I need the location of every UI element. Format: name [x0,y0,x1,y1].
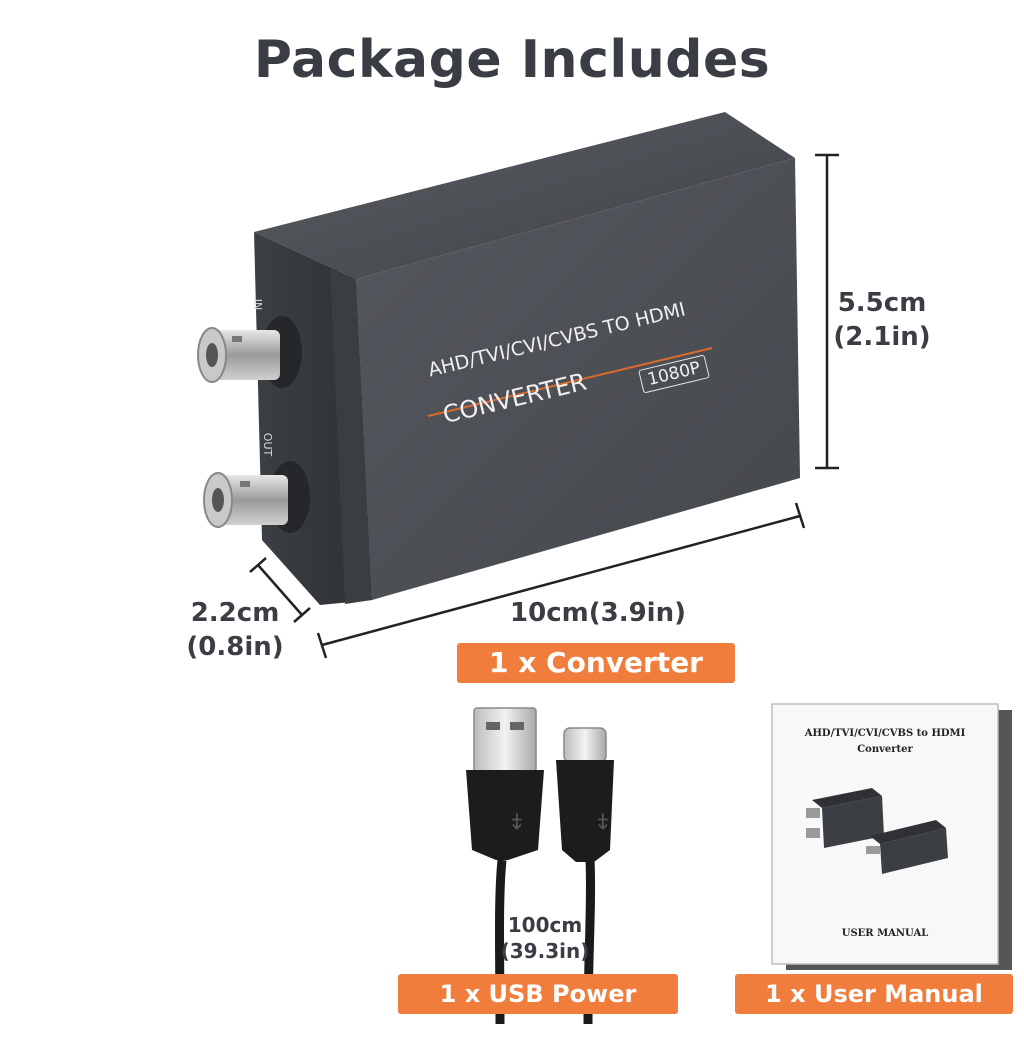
port-label-in: IN [251,298,265,311]
cable-length-in: (39.3in) [500,939,590,963]
height-in: (2.1in) [833,322,931,352]
cable-length-cm: 100cm [507,913,583,937]
length-dimension: 10cm(3.9in) [510,598,686,628]
converter-item-label: 1 x Converter [457,643,735,683]
product-illustration: ⇸ ⇸ [197,112,1012,1024]
depth-in: (0.8in) [186,632,284,662]
usb-power-cable: ⇸ ⇸ [466,707,615,1024]
svg-text:⇸: ⇸ [504,812,529,830]
manual-item-label: 1 x User Manual [735,974,1013,1014]
bnc-connector-in [197,316,302,388]
cable-length: 100cm (39.3in) [490,912,600,964]
manual-title: AHD/TVI/CVI/CVBS to HDMI Converter [772,726,998,758]
cable-item-label: 1 x USB Power Cable [398,974,678,1048]
depth-dimension-line [249,557,311,623]
port-label-out: OUT [261,432,275,457]
manual-footer: USER MANUAL [841,928,929,939]
height-dimension-line [815,153,839,470]
svg-text:⇸: ⇸ [590,812,615,830]
manual-title-line2: Converter [857,744,913,755]
bnc-connector-out [203,461,310,533]
height-dimension: 5.5cm (2.1in) [832,286,932,354]
length-dimension-line [316,502,806,659]
depth-cm: 2.2cm [190,598,280,628]
depth-dimension: 2.2cm (0.8in) [182,596,288,664]
user-manual [771,703,1012,970]
manual-product-image [806,788,948,874]
height-cm: 5.5cm [837,288,927,318]
page-title: Package Includes [253,30,771,90]
manual-title-line1: AHD/TVI/CVI/CVBS to HDMI [804,728,966,739]
